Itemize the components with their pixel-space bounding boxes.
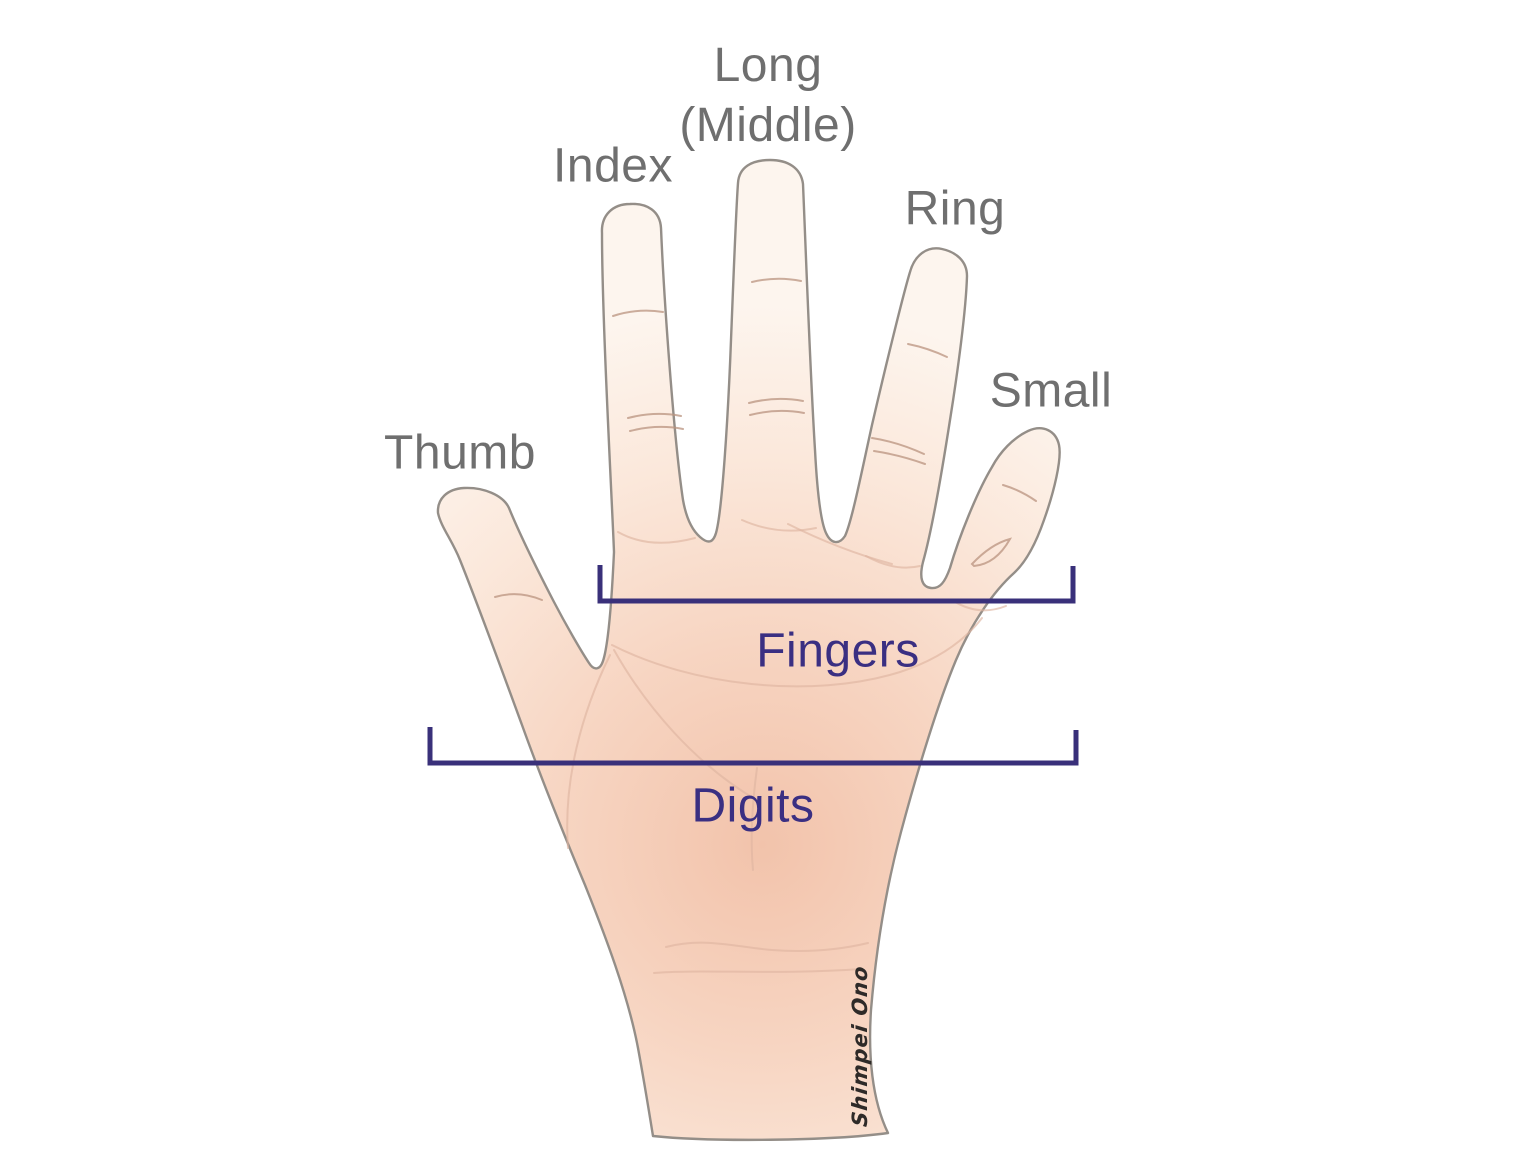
annotation-fingers: Fingers [756, 624, 920, 678]
wrist-creases [653, 941, 869, 974]
palm-creases [566, 617, 983, 871]
hand-outline [436, 158, 1061, 1142]
label-index: Index [553, 139, 673, 193]
label-ring: Ring [904, 182, 1006, 236]
label-small: Small [989, 364, 1113, 418]
label-long-middle: Long (Middle) [679, 36, 856, 156]
digits-bracket [427, 727, 1079, 766]
label-long-line1: Long [713, 39, 823, 92]
label-long-line2: (Middle) [679, 99, 857, 152]
fingers-bracket [597, 565, 1076, 604]
finger-creases [494, 277, 1037, 601]
artist-signature: Shimpei Ono [848, 964, 872, 1128]
annotation-digits: Digits [691, 779, 815, 833]
label-thumb: Thumb [384, 426, 536, 480]
